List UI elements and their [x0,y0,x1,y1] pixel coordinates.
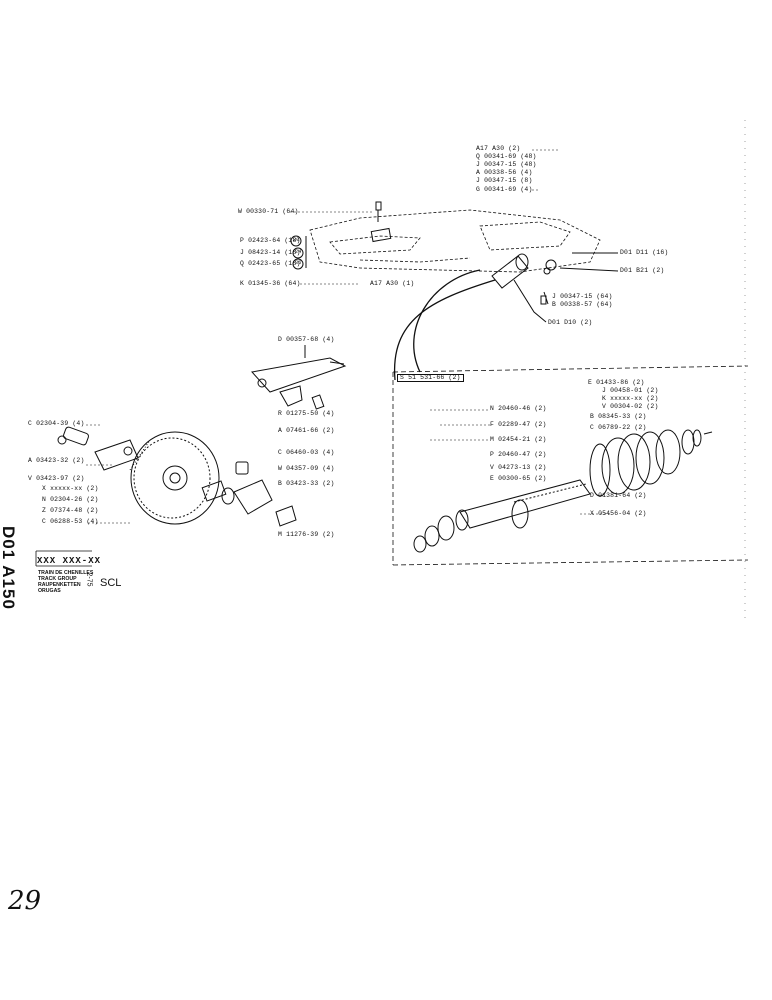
label-v00304: V 00304-02 (2) [602,403,659,410]
label-d01-d10: D01 D10 (2) [548,319,593,326]
label-m02454: M 02454-21 (2) [490,436,547,443]
label-p20460: P 20460-47 (2) [490,451,547,458]
title-box [35,550,92,567]
label-k01345: K 01345-36 (64) [240,280,301,287]
label-c06460: C 06460-03 (4) [278,449,335,456]
title-line-fr: TRAIN DE CHENILLES [38,570,94,576]
label-c02304: C 02304-39 (4) [28,420,85,427]
label-j00458: J 00458-01 (2) [602,387,659,394]
sheet-date: 2-75 [85,572,93,587]
sheet-box-code: XXX XXX-XX [37,556,102,566]
label-n20460: N 20460-46 (2) [490,405,547,412]
label-j08423: J 08423-14 (18) [240,249,301,256]
upper-cylinder [491,253,557,289]
label-a00338: A 00338-56 (4) [476,169,533,176]
label-e00300: E 00300-65 (2) [490,475,547,482]
label-s51531: S 51 531-66 (2) [397,374,464,383]
title-line-es: ORUGAS [38,588,61,594]
circle-label-20: 20 [293,237,300,243]
label-a03423: A 03423-32 (2) [28,457,85,464]
fork-assembly [251,345,347,410]
frame-assembly [309,209,601,273]
sheet-side-code: D01 A150 [0,526,18,610]
plate [370,227,392,243]
label-q02423: Q 02423-65 (18) [240,260,301,267]
model-code: SCL [100,577,122,589]
label-d01-d11: D01 D11 (16) [620,249,669,256]
label-g00341: G 00341-69 (4) [476,186,533,193]
circle-label-24: 24 [295,249,302,255]
label-xxxx: X xxxxx-xx (2) [42,485,99,492]
title-line-de: RAUPENKETTEN [38,582,81,588]
label-b03423: B 03423-33 (2) [278,480,335,487]
bolt [375,201,382,222]
label-j00347-48: J 00347-15 (48) [476,161,537,168]
label-w00330: W 00330-71 (64) [238,208,299,215]
hose [393,279,496,381]
page-number: 29 [8,886,42,916]
spring-assembly [413,429,713,553]
label-c06789: C 06789-22 (2) [590,424,647,431]
label-c06286: C 06288-53 (4) [42,518,99,525]
label-d01381: D 01381-64 (2) [590,492,647,499]
label-q00341: Q 00341-69 (48) [476,153,537,160]
left-bracket [57,426,139,471]
tension-box [392,365,749,566]
label-f02289: F 02289-47 (2) [490,421,547,428]
label-a17-a30-2: A17 A30 (2) [476,145,521,152]
idler-wheel [129,431,220,525]
circle-24 [292,247,304,259]
label-m11276: M 11276-39 (2) [278,531,335,538]
label-b00338: B 00338-57 (64) [552,301,613,308]
label-p02423: P 02423-64 (18) [240,237,301,244]
label-d00357: D 00357-68 (4) [278,336,335,343]
leader-lines [86,149,610,524]
label-j00347-8: J 00347-15 (8) [476,177,533,184]
label-w04357: W 04357-09 (4) [278,465,335,472]
circle-20 [290,235,302,247]
label-a17-a30-1: A17 A30 (1) [370,280,415,287]
hub-parts [201,461,297,527]
label-z07374: Z 07374-48 (2) [42,507,99,514]
label-v03423: V 03423-97 (2) [28,475,85,482]
label-kxxxx: K xxxxx-xx (2) [602,395,659,402]
label-e01433: E 01433-86 (2) [588,379,645,386]
label-v04273: V 04273-13 (2) [490,464,547,471]
circle-label-36: 36 [295,260,302,266]
label-a07461: A 07461-66 (2) [278,427,335,434]
label-j00347-64: J 00347-15 (64) [552,293,613,300]
title-line-en: TRACK GROUP [38,576,77,582]
label-n02304: N 02304-26 (2) [42,496,99,503]
label-b08345: B 08345-33 (2) [590,413,647,420]
label-x05456: X 05456-04 (2) [590,510,647,517]
label-r01275: R 01275-50 (4) [278,410,335,417]
circle-36 [292,258,304,270]
label-d01-b21: D01 B21 (2) [620,267,665,274]
